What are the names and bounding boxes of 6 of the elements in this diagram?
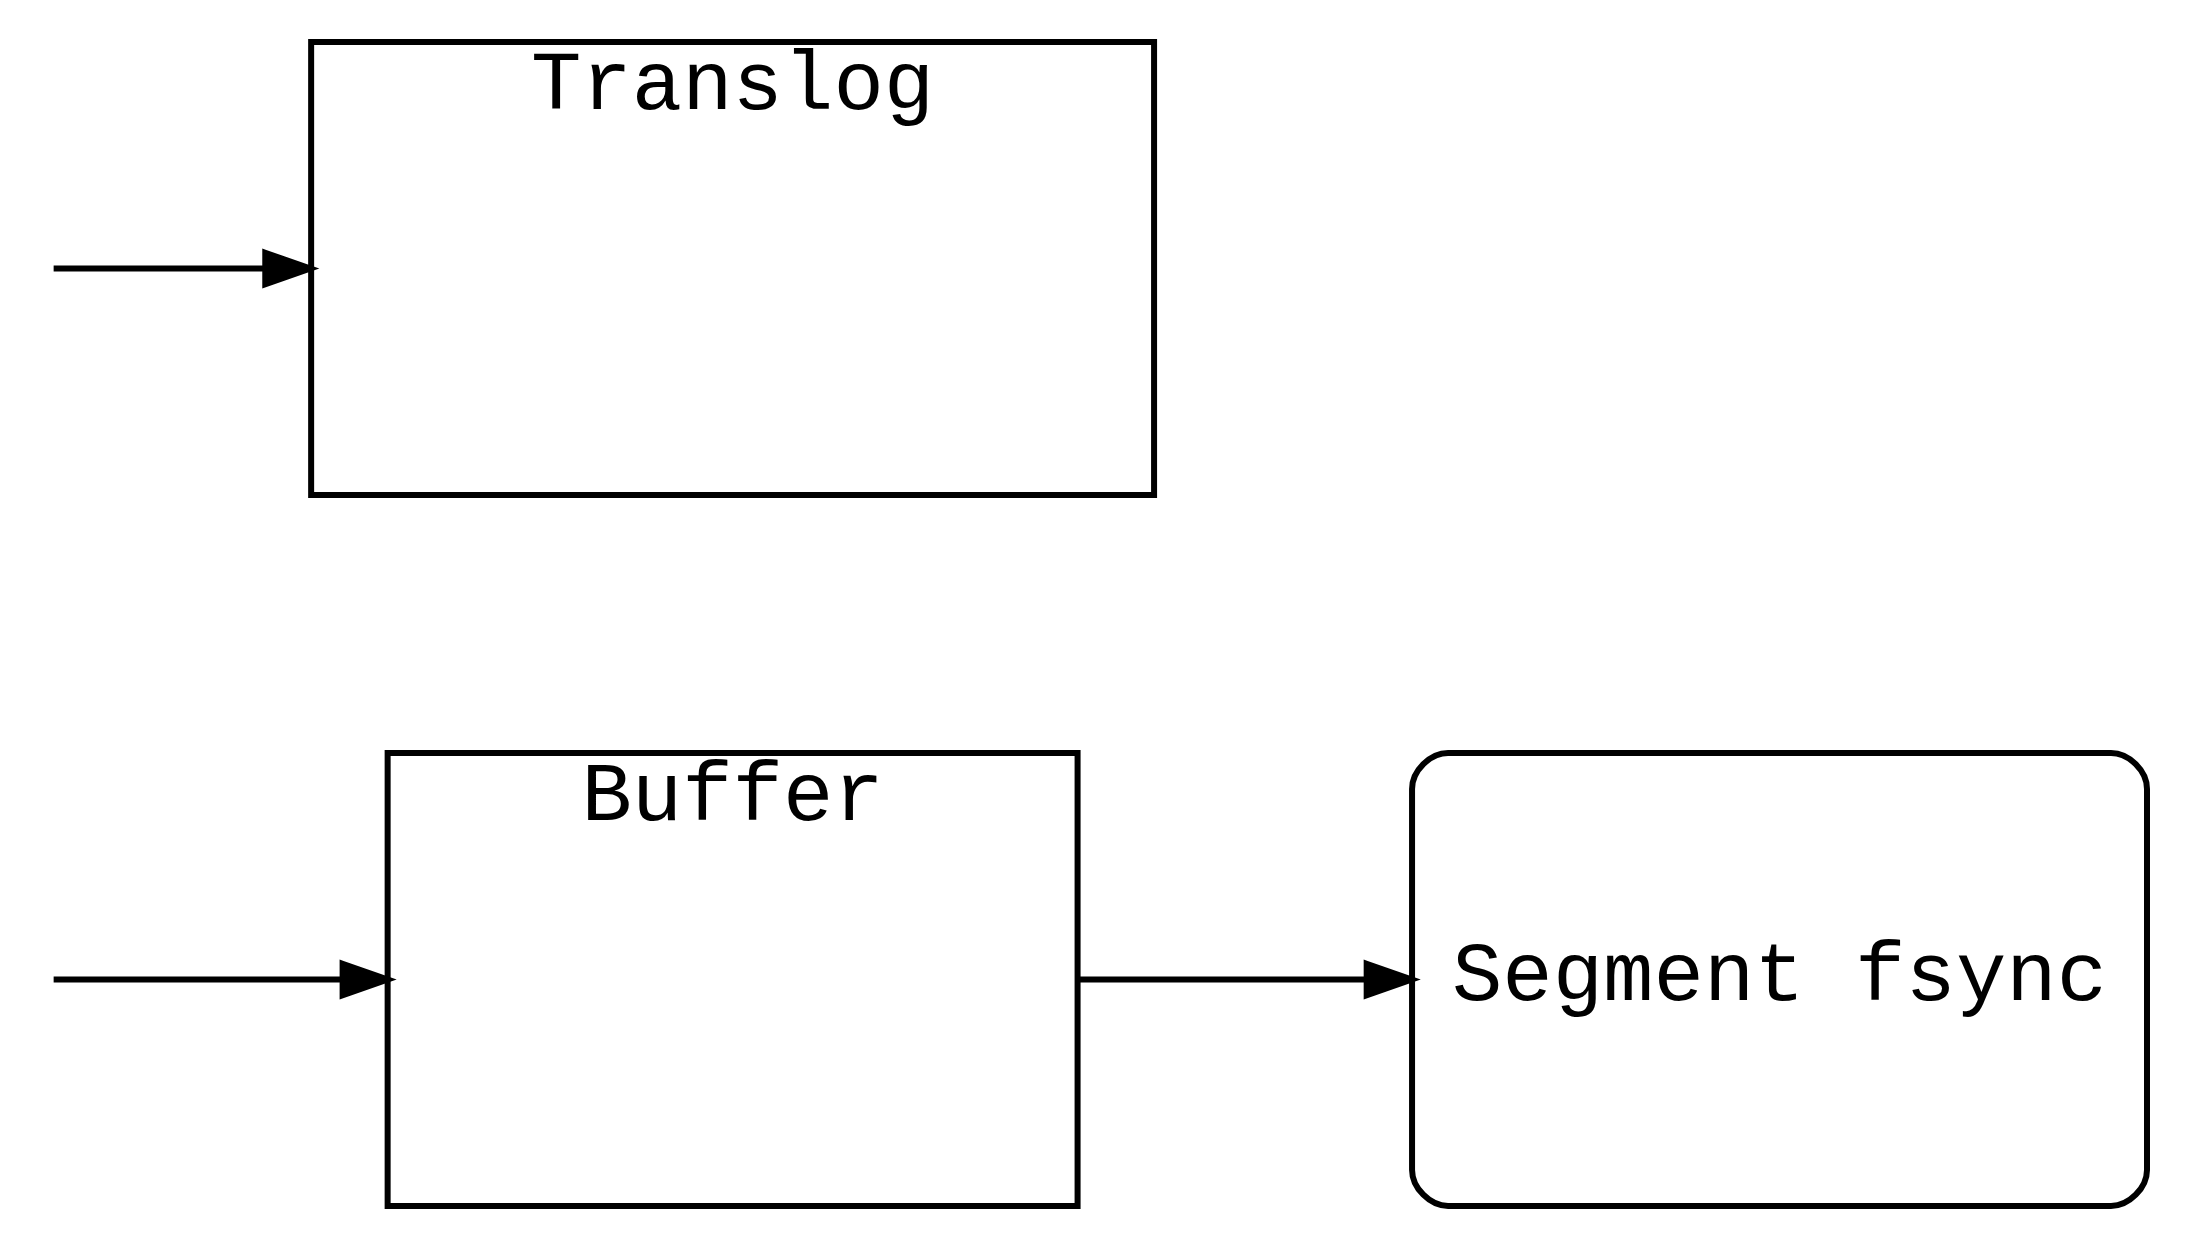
arrow (53, 959, 397, 999)
arrow (53, 248, 319, 288)
node-box: Buffer (384, 749, 1081, 1209)
node-box: Segment fsync (1408, 749, 2150, 1209)
arrow (1077, 959, 1421, 999)
node-box: Translog (307, 38, 1157, 498)
